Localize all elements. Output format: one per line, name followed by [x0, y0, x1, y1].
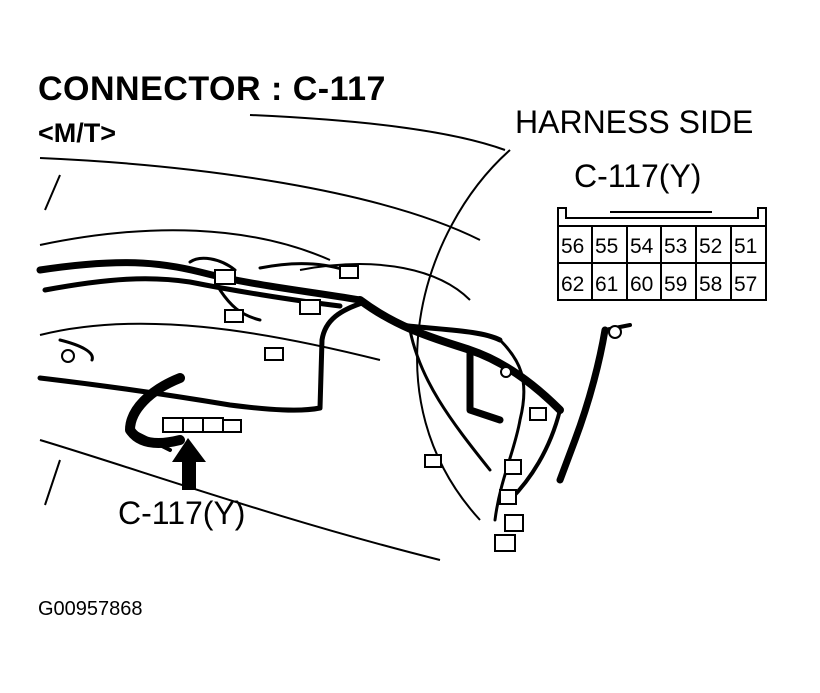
- pin-label: 62: [561, 273, 584, 296]
- transmission-subtitle: <M/T>: [38, 118, 117, 148]
- pin-labels-top: 56 55 54 53 52 51: [561, 235, 757, 258]
- pin-labels-bottom: 62 61 60 59 58 57: [561, 273, 757, 296]
- pin-label: 57: [734, 273, 757, 296]
- callout-connector-label: C-117(Y): [118, 495, 246, 531]
- pin-label: 58: [699, 273, 722, 296]
- small-connectors: [61, 265, 622, 552]
- pin-label: 54: [630, 235, 654, 258]
- pin-label: 52: [699, 235, 722, 258]
- pin-label: 56: [561, 235, 584, 258]
- figure-code: G00957868: [38, 598, 143, 620]
- arrow-up-icon: [172, 438, 206, 490]
- connector-face: [557, 207, 767, 301]
- c117-connector-block: [162, 417, 242, 433]
- dashboard-outline: [39, 114, 506, 561]
- pin-label: 53: [664, 235, 687, 258]
- harness-side-label: HARNESS SIDE: [515, 104, 754, 140]
- pin-label: 51: [734, 235, 757, 258]
- detail-connector-label: C-117(Y): [574, 158, 702, 194]
- pin-label: 59: [664, 273, 687, 296]
- pin-label: 55: [595, 235, 618, 258]
- pin-label: 60: [630, 273, 653, 296]
- page-title: CONNECTOR : C-117: [38, 70, 386, 108]
- pin-label: 61: [595, 273, 618, 296]
- magnifier-circle: [416, 149, 511, 521]
- wire-harness: [36, 256, 632, 522]
